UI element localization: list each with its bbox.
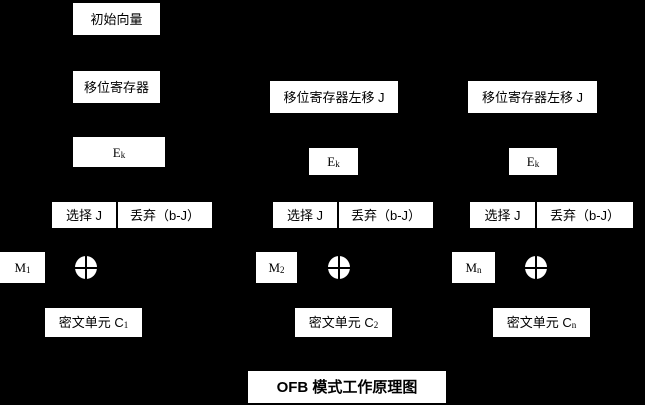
discard-box-2: 丢弃（b-J） <box>339 202 433 228</box>
encrypt-label-3: E <box>526 154 535 169</box>
encrypt-subscript-3: k <box>534 159 540 169</box>
discard-box-1: 丢弃（b-J） <box>118 202 212 228</box>
plaintext-subscript-3: n <box>477 265 482 275</box>
select-j-box-3: 选择 J <box>470 202 535 228</box>
shift-register-box-3: 移位寄存器左移 J <box>468 81 597 113</box>
encrypt-subscript-1: k <box>120 149 126 160</box>
xor-vertical-bar-2 <box>338 256 340 279</box>
xor-icon-3 <box>525 256 547 279</box>
plaintext-subscript-1: 1 <box>26 265 31 275</box>
init-vector-box: 初始向量 <box>73 3 160 35</box>
plaintext-label-1: M <box>14 260 27 275</box>
xor-icon-1 <box>75 256 97 279</box>
ciphertext-label-1: 密文单元 C <box>58 315 124 330</box>
xor-vertical-bar-3 <box>535 256 537 279</box>
ciphertext-label-2: 密文单元 C <box>308 315 374 330</box>
plaintext-label-3: M <box>465 260 478 275</box>
shift-register-box-2: 移位寄存器左移 J <box>270 81 398 113</box>
diagram-title: OFB 模式工作原理图 <box>248 371 446 403</box>
select-j-box-1: 选择 J <box>52 202 116 228</box>
select-j-box-2: 选择 J <box>273 202 337 228</box>
encrypt-label-1: E <box>112 144 121 160</box>
ciphertext-subscript-2: 2 <box>373 320 379 330</box>
ciphertext-subscript-1: 1 <box>123 320 129 330</box>
plaintext-subscript-2: 2 <box>280 265 285 275</box>
ciphertext-subscript-3: n <box>571 320 577 330</box>
discard-box-3: 丢弃（b-J） <box>537 202 633 228</box>
xor-vertical-bar-1 <box>85 256 87 279</box>
plaintext-label-2: M <box>268 260 281 275</box>
shift-register-box-1: 移位寄存器 <box>73 71 160 103</box>
xor-icon-2 <box>328 256 350 279</box>
encrypt-subscript-2: k <box>335 159 340 169</box>
encrypt-label-2: E <box>327 154 336 169</box>
ciphertext-label-3: 密文单元 C <box>506 315 572 330</box>
